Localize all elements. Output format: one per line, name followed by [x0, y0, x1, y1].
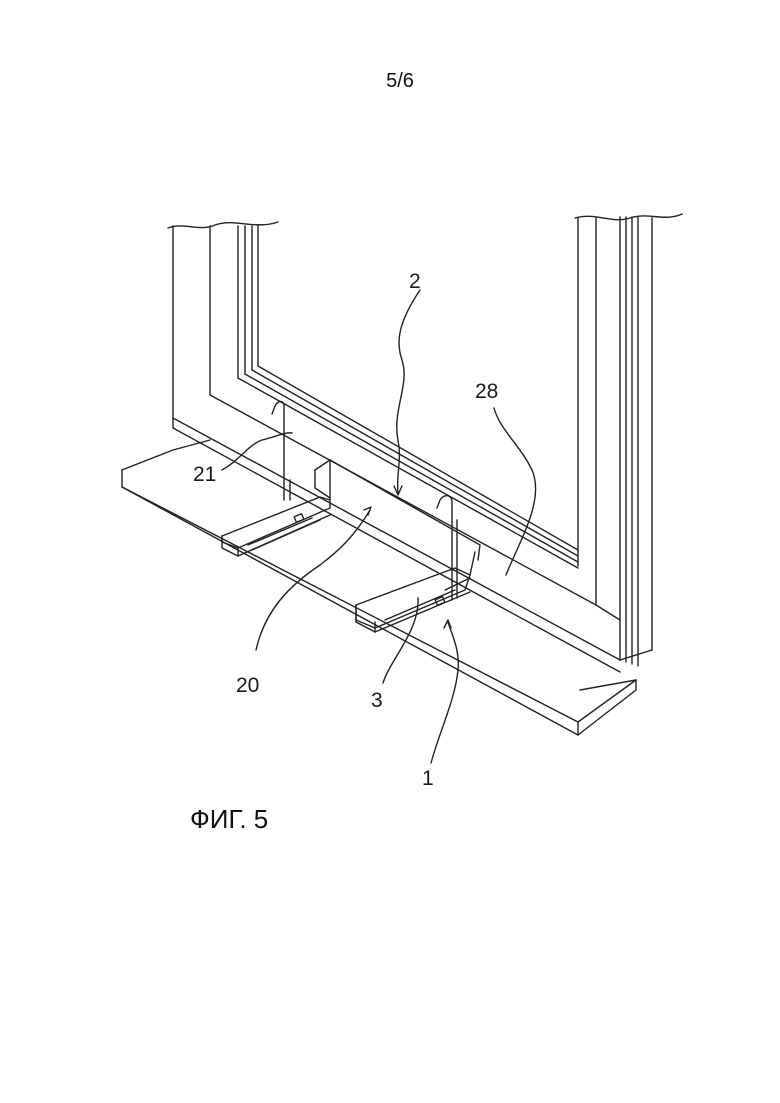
- leader-2: [397, 290, 420, 493]
- right-frame-jamb: [578, 217, 652, 666]
- leader-21: [222, 433, 292, 470]
- leader-20: [256, 510, 370, 650]
- label-21: 21: [193, 463, 216, 486]
- left-break-line: [168, 222, 278, 228]
- leader-28: [494, 408, 536, 575]
- label-2: 2: [409, 270, 421, 293]
- left-bracket: [222, 497, 330, 556]
- label-20: 20: [236, 674, 259, 697]
- label-28: 28: [475, 380, 498, 403]
- label-3: 3: [371, 689, 383, 712]
- leader-1-arrow: [444, 620, 451, 628]
- right-break-line: [575, 214, 682, 220]
- leader-1: [431, 622, 458, 763]
- left-frame-jamb: [173, 226, 258, 418]
- figure-caption: ФИГ. 5: [190, 804, 268, 835]
- right-wire-hook: [437, 496, 452, 600]
- leader-3: [383, 598, 418, 683]
- label-1: 1: [422, 767, 434, 790]
